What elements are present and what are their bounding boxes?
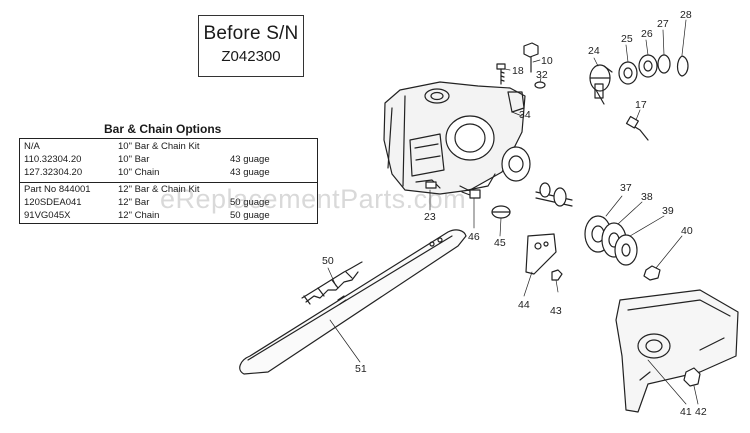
part-number: Part No 844001: [24, 184, 91, 195]
table-row: 127.32304.20 10" Chain 43 guage: [20, 166, 317, 179]
gear-housing: [383, 81, 526, 195]
options-title: Bar & Chain Options: [104, 122, 222, 136]
part-description: 12" Bar: [118, 197, 150, 208]
saw-chain-50: [301, 261, 363, 305]
callout-25: 25: [621, 33, 633, 45]
part-description: 10" Bar & Chain Kit: [118, 141, 200, 152]
part-gauge: 50 guage: [230, 197, 270, 208]
screw-43: [551, 269, 563, 281]
callout-27: 27: [657, 18, 669, 30]
callout-37: 37: [620, 182, 632, 194]
callout-42: 42: [695, 406, 707, 418]
washer-27: [657, 54, 671, 74]
table-row: N/A 10" Bar & Chain Kit: [20, 140, 317, 153]
bearing-25: [618, 61, 638, 85]
part-description: 12" Bar & Chain Kit: [118, 184, 200, 195]
watermark: eReplacementParts.com: [160, 184, 467, 214]
callout-39: 39: [662, 205, 674, 217]
part-number: 110.32304.20: [24, 154, 82, 165]
table-row: 91VG045X 12" Chain 50 guage: [20, 209, 317, 222]
callout-28: 28: [680, 9, 692, 21]
screw-18: [496, 63, 506, 85]
stud-45: [491, 205, 511, 219]
part-gauge: 50 guage: [230, 210, 270, 221]
callout-32: 32: [536, 69, 548, 81]
nut-42: [683, 367, 701, 387]
part-gauge: 43 guage: [230, 154, 270, 165]
callout-24: 24: [588, 45, 600, 57]
serial-number: Z042300: [221, 48, 281, 65]
callout-26: 26: [641, 28, 653, 40]
callout-18: 18: [512, 65, 524, 77]
output-shaft: [535, 182, 573, 207]
sprocket-cover-41: [615, 289, 739, 413]
adjuster-plate-44: [525, 233, 557, 275]
callout-10: 10: [541, 55, 553, 67]
callout-43: 43: [550, 305, 562, 317]
guide-bar-51: [239, 229, 467, 375]
table-row: Part No 844001 12" Bar & Chain Kit: [20, 183, 317, 196]
part-description: 12" Chain: [118, 210, 160, 221]
serial-number-box: Before S/N Z042300: [198, 15, 304, 77]
part-description: 10" Chain: [118, 167, 160, 178]
part-number: 127.32304.20: [24, 167, 83, 178]
callout-44: 44: [518, 299, 530, 311]
part-description: 10" Bar: [118, 154, 150, 165]
part-gauge: 43 guage: [230, 167, 270, 178]
nut-40: [643, 265, 661, 281]
bolt-17: [625, 115, 649, 141]
callout-34: 34: [519, 109, 531, 121]
serial-note-label: Before S/N: [203, 23, 299, 44]
bolt-10: [523, 42, 539, 73]
stud-46: [459, 185, 481, 199]
stud-23: [415, 179, 441, 189]
callout-40: 40: [681, 225, 693, 237]
part-number: 120SDEA041: [24, 197, 82, 208]
bar-chain-options-table: N/A 10" Bar & Chain Kit 110.32304.20 10"…: [19, 138, 318, 224]
drive-shaft-24: [589, 64, 613, 105]
clutch-39: [614, 234, 638, 266]
option-group-10in: N/A 10" Bar & Chain Kit 110.32304.20 10"…: [20, 140, 317, 181]
option-group-12in: Part No 844001 12" Bar & Chain Kit 120SD…: [20, 182, 317, 224]
bearing-26: [638, 54, 658, 78]
callout-38: 38: [641, 191, 653, 203]
gear-34: [501, 146, 531, 182]
callout-23: 23: [424, 211, 436, 223]
table-row: 110.32304.20 10" Bar 43 guage: [20, 153, 317, 166]
washer-32: [534, 81, 546, 89]
callout-17: 17: [635, 99, 647, 111]
callout-50: 50: [322, 255, 334, 267]
callout-46: 46: [468, 231, 480, 243]
callout-labels: 10 18 32 24 25 26 27 28 17 34 23 46 45 3…: [322, 9, 707, 418]
part-number: 91VG045X: [24, 210, 71, 221]
callout-45: 45: [494, 237, 506, 249]
leader-lines: [327, 19, 699, 405]
snap-ring-28: [676, 55, 689, 77]
part-number: N/A: [24, 141, 40, 152]
callout-41: 41: [680, 406, 692, 418]
table-row: 120SDEA041 12" Bar 50 guage: [20, 196, 317, 209]
callout-51: 51: [355, 363, 367, 375]
